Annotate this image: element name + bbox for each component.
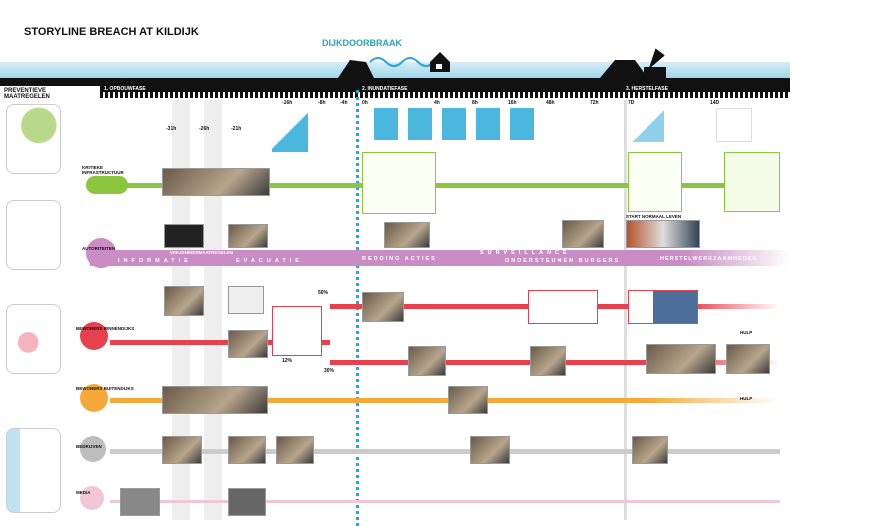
excavator-icon	[644, 48, 666, 79]
band-label: HERSTELWERKZAAMHEDEN	[660, 256, 758, 262]
photo	[276, 436, 314, 464]
dike-breach-icon	[338, 60, 374, 78]
photo	[384, 222, 430, 248]
time-label: 0h	[362, 100, 368, 106]
time-column	[204, 100, 222, 520]
phase-2: 2. INUNDATIEFASE	[362, 86, 408, 92]
phase-3: 3. HERSTELFASE	[626, 86, 668, 92]
photo	[120, 488, 160, 516]
infrastructure-icon	[86, 176, 128, 194]
percentage: 30%	[324, 368, 335, 374]
flood-map-sequence	[364, 108, 544, 140]
band-label: INFORMATIE	[118, 258, 192, 264]
band-label: VEILIGHEIDSMAATREGELEN	[170, 250, 233, 255]
photo	[228, 488, 266, 516]
photo	[726, 344, 770, 374]
lane-media	[110, 500, 780, 503]
flood-map	[628, 108, 664, 142]
water-level	[0, 62, 790, 78]
residents-outside-icon	[80, 384, 108, 412]
photo	[470, 436, 510, 464]
band-label: EVACUATIE	[236, 258, 303, 264]
time-label: 72h	[590, 100, 599, 106]
row-label: KRITIEKE INFRASTRUCTUUR	[82, 165, 124, 175]
residents-inside-icon	[80, 322, 108, 350]
percentage: 12%	[282, 358, 293, 364]
lane-infrastructure	[110, 183, 780, 188]
time-label: 14D	[710, 100, 720, 106]
photo	[562, 220, 604, 248]
map-protocol	[6, 428, 61, 513]
row-label: BEDRIJVEN	[76, 444, 102, 449]
help-label: HULP	[740, 396, 753, 401]
normal-life-label: START NORMAAL LEVEN	[626, 214, 682, 219]
band-label: REDDING ACTIES	[362, 256, 437, 262]
photo	[164, 224, 204, 248]
factory-icon	[80, 436, 106, 462]
row-label: MEDIA	[76, 490, 91, 495]
authorities-icon	[86, 238, 116, 268]
phase-1: 1. OPBOUWFASE	[104, 86, 146, 92]
photo	[228, 224, 268, 248]
map-infrastructure	[6, 200, 61, 270]
time-label: -31h	[166, 126, 177, 132]
time-label: 7D	[628, 100, 635, 106]
photo	[228, 330, 268, 358]
return-card	[628, 290, 698, 324]
breach-silhouettes	[338, 48, 666, 79]
photo	[408, 346, 446, 376]
photo	[228, 436, 266, 464]
phase-divider	[624, 100, 627, 520]
time-label: 4h	[434, 100, 440, 106]
time-label: 48h	[546, 100, 555, 106]
time-label: -26h	[199, 126, 210, 132]
breach-label: DIJKDOORBRAAK	[322, 38, 403, 48]
evacuation-map-card	[272, 306, 322, 356]
shelter-card	[528, 290, 598, 324]
photo	[530, 346, 566, 376]
photo	[632, 436, 668, 464]
time-label: -4h	[340, 100, 348, 106]
map-evacuation	[6, 304, 61, 374]
lane-residents-outside	[110, 398, 780, 403]
recovered-map-card	[724, 152, 780, 212]
timeline-bar	[100, 86, 790, 98]
time-label: -21h	[231, 126, 242, 132]
normal-life-card	[628, 152, 682, 212]
photo	[626, 220, 700, 248]
row-label: BEWONERS BUITENDIJKS	[76, 386, 134, 391]
photo	[362, 292, 404, 322]
lane-authorities	[90, 250, 790, 266]
photo	[164, 286, 204, 316]
row-label: AUTORITEITEN	[82, 246, 116, 251]
time-label: 8h	[472, 100, 478, 106]
band-label: SURVEILLANCE	[480, 250, 571, 256]
camera-icon	[80, 486, 104, 510]
preventive-title: PREVENTIEVE MAATREGELEN	[4, 88, 50, 100]
photo-strip	[162, 168, 270, 196]
row-label: BEWONERS BINNENDIJKS	[76, 326, 135, 331]
map-deltadijk	[6, 104, 61, 174]
dike-repair-icon	[600, 60, 648, 78]
lane-residents-inside	[110, 340, 330, 345]
photo	[162, 436, 202, 464]
time-label: -16h	[282, 100, 293, 106]
lane-companies	[110, 449, 780, 454]
photo	[646, 344, 716, 374]
time-label: -8h	[318, 100, 326, 106]
photo	[448, 386, 488, 414]
infrastructure-map-card	[362, 152, 436, 214]
page-title: STORYLINE BREACH AT KILDIJK	[24, 26, 199, 38]
band-label: ONDERSTEUNEN BURGERS	[505, 258, 621, 264]
ground-bar	[0, 78, 790, 86]
help-label: HULP	[740, 330, 753, 335]
house-icon	[430, 52, 450, 72]
photo	[228, 286, 264, 314]
time-label: 16h	[508, 100, 517, 106]
flood-map	[272, 110, 308, 152]
flood-map	[716, 108, 752, 142]
photo-strip	[162, 386, 268, 414]
percentage: 50%	[318, 290, 329, 296]
